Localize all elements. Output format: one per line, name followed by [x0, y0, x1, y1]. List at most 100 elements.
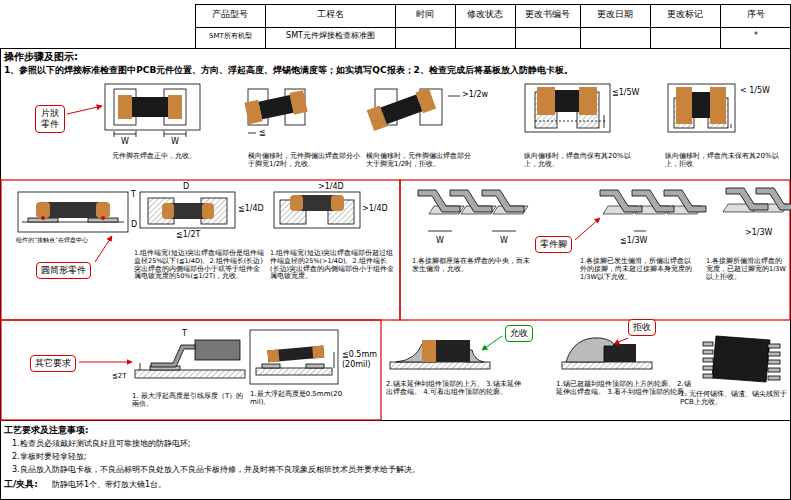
chip-figure	[164, 131, 165, 137]
solder-reject-figure	[562, 362, 652, 369]
chip-figure	[380, 94, 422, 124]
header-table	[650, 4, 651, 48]
ic-figure	[768, 344, 780, 348]
lead-lift-figure	[151, 345, 195, 367]
ic-figure	[712, 336, 770, 382]
callout-box: 允收	[505, 325, 533, 342]
cylinder-figure	[162, 203, 174, 219]
chip-figure	[535, 121, 605, 122]
header-table	[0, 4, 791, 500]
cylinder-figure	[274, 192, 360, 228]
lead-figure	[756, 188, 791, 210]
chip-figure	[105, 84, 200, 130]
chip-figure	[604, 115, 605, 128]
callout-text: 拒收	[633, 322, 651, 333]
ic-figure	[703, 342, 780, 380]
sheet-text: 组件的“接触点”在焊盘中心	[16, 236, 94, 243]
chip-figure	[448, 96, 460, 97]
sheet-text: 1.各接腳已发生偏滑，所偏出焊盘以外的接腳，尚未超过接腳本身宽度的1/3W以下允…	[580, 258, 698, 281]
sheet-text: 1.锡已超越到组件顶部的上方的轮廓。 2.锡延伸出焊盘端。 3.看不到组件顶部的…	[556, 380, 696, 397]
sheet-text: ≦0.5mm (20mil)	[342, 350, 384, 369]
lead-figure	[634, 231, 646, 232]
cylinder-figure	[101, 216, 105, 220]
chip-figure	[132, 97, 168, 117]
lead-figure	[428, 231, 516, 232]
chip-figure	[186, 131, 187, 137]
header-table	[1, 49, 791, 500]
lead-lift-figure	[135, 370, 245, 378]
sheet-text: 1.各接腳都座落在各焊盘的中央，而未发生偏滑，允收。	[412, 258, 532, 274]
callout-text: 零件腳	[540, 239, 567, 250]
chip-figure	[114, 131, 186, 137]
callout-box: 零件腳	[535, 236, 572, 253]
callout-leader	[79, 362, 132, 363]
chip-figure	[525, 84, 610, 132]
chip-figure	[105, 84, 200, 137]
chip-figure	[114, 131, 115, 137]
cylinder-figure	[331, 195, 344, 211]
callout-leader	[95, 236, 112, 262]
solder-ok-figure	[422, 340, 470, 362]
chip-lift-figure	[267, 349, 279, 362]
sheet-text: SMT所有机型	[196, 32, 265, 40]
sheet-text: ≦1/5W	[612, 88, 652, 98]
lead-lift-figure	[140, 363, 141, 370]
ic-figure	[768, 368, 780, 372]
header-table	[196, 5, 791, 49]
sheet-text: 工艺要求及注意事项:	[4, 425, 204, 436]
ic-figure	[703, 358, 713, 362]
cylinder-figure	[290, 195, 303, 211]
sheet-text: 1. 无任何锡珠、锡渣、锡尖残留于PCB上允收。	[680, 390, 788, 407]
ic-figure	[768, 376, 780, 380]
chip-figure	[114, 134, 136, 135]
lead-figure	[482, 190, 524, 212]
sheet-text: *	[721, 31, 791, 41]
sheet-text: W	[168, 137, 182, 147]
sheet-text: 1.组件端宽(短边)突出焊盘端部份是组件端直径25%以下(≦1/4D)。2.组件…	[134, 250, 266, 281]
cylinder-figure	[18, 192, 128, 232]
chip-figure	[731, 124, 732, 128]
chip-figure	[248, 133, 256, 134]
chip-figure	[692, 92, 710, 118]
sheet-text: 1.各接腳所偏滑出焊盘的宽度，已超过腳宽的1/3W以上拒收。	[706, 258, 788, 281]
lead-figure	[600, 190, 706, 231]
section-frame	[1, 180, 790, 420]
callout-leader	[614, 338, 628, 344]
sheet-text: 1、参照以下的焊接标准检查图中PCB元件位置、方向、浮起高度、焊锡饱满度等；如实…	[4, 65, 784, 76]
chip-figure	[555, 90, 579, 112]
sheet-text: 更改日期	[580, 9, 650, 20]
sheet-text: 1. 最大浮起高度是引线厚度（T）的兩倍。	[132, 392, 246, 409]
sheet-text: 更改标记	[650, 9, 720, 20]
cylinder-figure	[36, 202, 50, 218]
sheet-text: 元件脚在焊盘正中，允收。	[112, 152, 207, 160]
sheet-text: 横向偏移时，元件脚偏出焊盘部分小于脚宽1/2时，允收。	[248, 152, 360, 169]
sheet-text: 工程名	[265, 9, 395, 20]
sheet-text: D	[183, 182, 193, 192]
chip-lift-figure	[250, 330, 338, 384]
ic-figure	[703, 374, 713, 378]
chip-figure	[525, 84, 610, 132]
ic-figure	[703, 342, 713, 346]
sheet-text: 1.检查员必须戴好测试良好且可靠接地的防静电环;	[12, 439, 572, 449]
callout-leader	[482, 336, 502, 350]
sheet-text: 1.组件端宽(短边)突出焊盘端部份超过组件端直径的25%(>1/4D)。2.组件…	[270, 250, 396, 281]
ic-figure	[768, 360, 780, 364]
sheet-text: 防静电环1个、带灯放大镜1台。	[52, 480, 352, 490]
chip-figure	[168, 95, 182, 119]
chip-figure	[579, 87, 597, 115]
sheet-text: 纵向偏移时，焊盘尚保有其20%以上，允收。	[524, 152, 632, 169]
sheet-text: 时间	[395, 9, 455, 20]
ic-figure	[703, 336, 780, 382]
sheet-text: 2.锡未延伸到组件顶部的上方。 3.锡未延伸出焊盘端。 4.可看出组件顶部的轮廓…	[386, 380, 526, 397]
sheet-text: >1/3W	[745, 228, 785, 238]
callout-text: 圓筒形零件	[41, 265, 86, 276]
solder-ok-figure	[390, 340, 490, 369]
callout-text: 允收	[510, 328, 528, 339]
chip-figure	[136, 131, 137, 137]
solder-reject-figure	[562, 338, 652, 369]
chip-lift-figure	[256, 368, 332, 375]
callout-leader	[67, 106, 102, 114]
lead-figure	[664, 190, 706, 212]
chip-figure	[244, 89, 307, 133]
sheet-text: 更改书编号	[515, 9, 580, 20]
